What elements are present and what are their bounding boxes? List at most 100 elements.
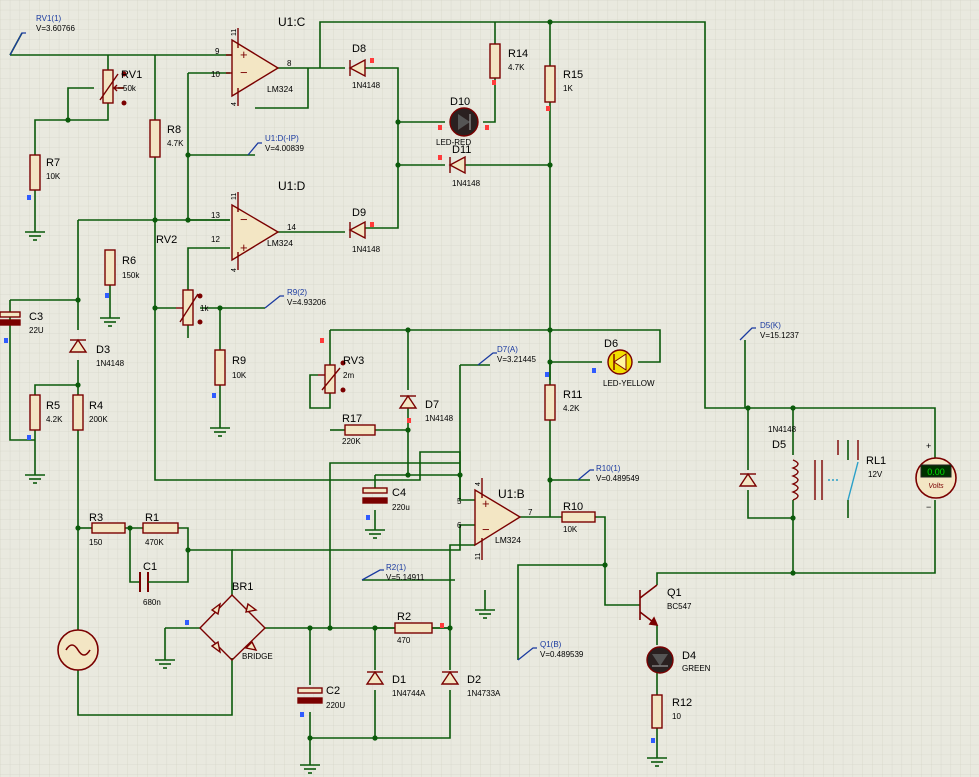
resistor-r6[interactable] (104, 249, 116, 286)
ac-source[interactable] (57, 629, 99, 671)
potentiometer-rv1[interactable] (99, 69, 124, 104)
resistor-r7[interactable] (29, 154, 41, 191)
junction-dot (185, 152, 191, 158)
d10-ref: D10 (450, 96, 470, 108)
junction-dot (790, 515, 796, 521)
u1c-ref: U1:C (278, 15, 306, 29)
u1b-pin-out: 7 (528, 508, 533, 517)
svg-text:+: + (240, 240, 248, 255)
c4-ref: C4 (392, 487, 406, 499)
rv1-value: 50k (123, 84, 137, 93)
capacitor-c2[interactable] (297, 687, 323, 704)
opamp-u1b[interactable]: + − (474, 478, 522, 560)
probe-arrows (9, 32, 756, 661)
capacitor-c4[interactable] (362, 487, 388, 504)
resistor-r3[interactable] (91, 522, 126, 534)
resistor-r5[interactable] (29, 394, 41, 431)
resistor-r15[interactable] (544, 65, 556, 103)
diode-d1[interactable] (365, 670, 385, 685)
bridge-rectifier-br1[interactable] (199, 594, 266, 661)
u1b-pin-a: 5 (457, 497, 462, 506)
junction-dot (547, 359, 553, 365)
r10-ref: R10 (563, 501, 583, 513)
diode-d11[interactable] (448, 155, 466, 175)
led-d10[interactable] (449, 107, 479, 137)
opamp-u1d[interactable]: − + (231, 192, 280, 270)
wire-u1b-in6 (232, 524, 475, 551)
rv3-value: 2m (343, 371, 354, 380)
r15-ref: R15 (563, 69, 583, 81)
resistor-r14[interactable] (489, 43, 501, 79)
diode-d9[interactable] (348, 220, 366, 240)
diode-d2[interactable] (440, 670, 460, 685)
led-d4[interactable] (646, 646, 674, 674)
probe-value: V=0.489539 (540, 650, 584, 659)
led-d6[interactable] (607, 349, 633, 375)
wire-c3-left (9, 300, 35, 441)
junction-dot (65, 117, 71, 123)
potentiometer-rv3[interactable] (318, 364, 341, 394)
r4-value: 200K (89, 415, 108, 424)
capacitor-c1[interactable] (139, 572, 180, 592)
d6-value: LED-YELLOW (603, 379, 655, 388)
resistor-r11[interactable] (544, 384, 556, 421)
capacitor-c3[interactable] (0, 311, 21, 326)
transistor-q1[interactable] (639, 584, 659, 626)
ground-icon (100, 317, 120, 327)
voltmeter[interactable] (915, 457, 957, 499)
svg-text:−: − (482, 522, 490, 537)
component-labels: RV1 50k RV2 1k RV3 2m R7 10K R8 4.7K R6 … (29, 43, 886, 721)
wire-d5-bottom (747, 490, 793, 519)
probe-icon (9, 32, 26, 56)
r1-value: 470K (145, 538, 164, 547)
resistor-r17[interactable] (344, 424, 376, 436)
junction-dot (547, 162, 553, 168)
u1d-pin-top: 11 (231, 193, 238, 200)
diode-d5[interactable] (738, 472, 758, 487)
junction-dot (745, 405, 751, 411)
probe-icon (247, 142, 262, 156)
c3-value: 22U (29, 326, 44, 335)
probe-name: R9(2) (287, 288, 307, 297)
svg-text:−: − (240, 212, 248, 227)
resistor-r8[interactable] (149, 119, 161, 158)
rv1-ref: RV1 (121, 69, 142, 81)
resistor-r2[interactable] (394, 622, 433, 634)
wire-c1-left (129, 528, 140, 583)
diode-d3[interactable] (68, 338, 88, 353)
wire-u1b-in6-rail (449, 544, 475, 628)
probe-value: V=15.1237 (760, 331, 799, 340)
d11-ref: D11 (452, 144, 471, 156)
probe-name: R2(1) (386, 563, 406, 572)
probe-icon (739, 327, 756, 341)
d1-value: 1N4744A (392, 689, 426, 698)
ground-icon (25, 474, 45, 484)
opamp-u1c[interactable]: + − (226, 28, 280, 106)
r5-ref: R5 (46, 400, 60, 412)
resistor-r10[interactable] (561, 511, 596, 523)
diode-d7[interactable] (398, 394, 418, 409)
junction-dot (75, 382, 81, 388)
resistor-r1[interactable] (142, 522, 179, 534)
u1b-pin-top: 4 (475, 482, 482, 486)
junctions (65, 19, 796, 741)
probe-name: RV1(1) (36, 14, 62, 23)
relay-rl1[interactable] (791, 440, 859, 501)
wire-rv2-top (187, 247, 230, 290)
resistor-r4[interactable] (72, 394, 84, 431)
resistor-r12[interactable] (651, 694, 663, 729)
wire-ac-bottom (77, 658, 233, 716)
d6-ref: D6 (604, 338, 618, 350)
r11-value: 4.2K (563, 404, 580, 413)
r7-value: 10K (46, 172, 61, 181)
diode-d8[interactable] (348, 58, 366, 78)
junction-dot (547, 327, 553, 333)
potentiometer-rv2[interactable] (176, 289, 199, 326)
r11-ref: R11 (563, 389, 582, 401)
svg-text:+: + (240, 47, 248, 62)
resistor-r9[interactable] (214, 349, 226, 386)
ground-icon (155, 659, 175, 669)
probe-name: R10(1) (596, 464, 621, 473)
wire-bridge-rail (329, 462, 460, 628)
